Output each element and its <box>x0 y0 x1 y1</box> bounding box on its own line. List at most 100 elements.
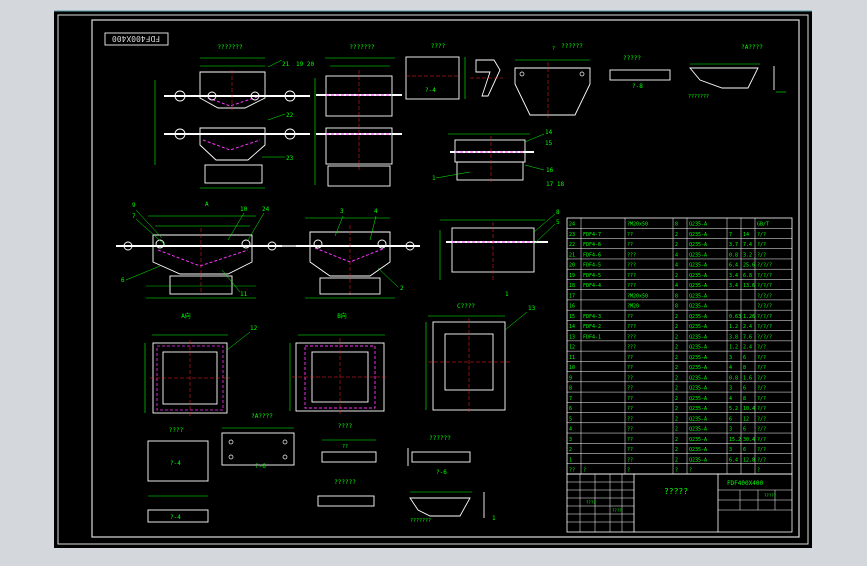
part-trough-top: ?A???? ??????? <box>688 44 786 100</box>
svg-text:8: 8 <box>556 209 560 216</box>
drawing-code-box <box>104 32 169 46</box>
svg-text:?-4: ?-4 <box>170 514 181 521</box>
assembly-side-view: 3 4 2 <box>296 208 420 299</box>
inner-drawing-frame <box>91 19 800 538</box>
svg-text:????: ???? <box>612 508 622 513</box>
svg-text:1: 1 <box>492 515 496 522</box>
bom-cell-no: 13 <box>569 334 575 340</box>
svg-text:??????: ?????? <box>429 435 451 442</box>
bom-cell-name: ?? <box>627 386 633 392</box>
bom-cell-qty: 8 <box>675 293 678 299</box>
bom-cell-note: ?/? <box>757 375 766 381</box>
bom-cell-mat: Q235-A <box>689 447 707 453</box>
bom-cell-code: FDF4-1 <box>583 334 601 340</box>
view-a: A向 12 <box>144 312 258 416</box>
bom-cell-note: ?/? <box>757 457 766 463</box>
bom-cell-w2: 8 <box>743 396 746 402</box>
outer-sheet-border <box>57 14 809 545</box>
bom-cell-w2: 14 <box>743 232 749 238</box>
svg-text:17 18: 17 18 <box>546 181 564 188</box>
bom-cell-qty: 2 <box>675 314 678 320</box>
bom-cell-w2: 6.8 <box>743 273 752 279</box>
bom-cell-note: ?/?/? <box>757 263 772 269</box>
bom-cell-w2: 6 <box>743 447 746 453</box>
bom-cell-w2: 1.6 <box>743 375 752 381</box>
bom-cell-qty: 2 <box>675 386 678 392</box>
bom-cell-code: FDF4-6 <box>583 242 601 248</box>
bom-cell-w1: 15.2 <box>729 437 741 443</box>
bom-cell-name: ??? <box>627 334 636 340</box>
bom-cell-no: 14 <box>569 324 575 330</box>
bom-cell-qty: 2 <box>675 324 678 330</box>
bom-cell-note: ?/?/? <box>757 283 772 289</box>
bom-cell-qty: 2 <box>675 232 678 238</box>
bom-cell-mat: Q235-A <box>689 263 707 269</box>
part-plate-bottom-2: ?A???? ?-6 <box>221 413 295 470</box>
bom-cell-name: ?M20x50 <box>627 222 648 228</box>
title-block-drawing-no: FDF400X400 <box>727 480 764 487</box>
bom-cell-name: ??? <box>627 263 636 269</box>
bom-cell-name: ??? <box>627 345 636 351</box>
bom-cell-qty: 2 <box>675 416 678 422</box>
bom-cell-w1: 3 <box>729 447 732 453</box>
bom-cell-w2: 6 <box>743 386 746 392</box>
bom-cell-w2: 7.6 <box>743 334 752 340</box>
bom-cell-w1: 0.8 <box>729 252 738 258</box>
part-hopper-top: ?????? ? <box>514 43 591 118</box>
shaft-assembly-view: 14 15 16 17 18 1 <box>432 129 564 188</box>
bom-cell-note: ?/? <box>757 406 766 412</box>
bom-cell-mat: Q235-A <box>689 232 707 238</box>
part-plate-bottom-1: ???? ?-4 ?-4 <box>147 427 209 523</box>
assembly-front-view: A 9 7 10 24 6 11 <box>116 201 282 299</box>
svg-text:24: 24 <box>262 206 270 213</box>
bom-cell-mat: Q235-A <box>689 334 707 340</box>
bom-cell-name: ?? <box>627 232 633 238</box>
view-a-caption: A向 <box>181 312 191 320</box>
bom-cell-code: FDF4-5 <box>583 263 601 269</box>
bom-cell-no: 10 <box>569 365 575 371</box>
svg-text:9: 9 <box>132 202 136 209</box>
svg-text:C????: C???? <box>457 303 475 310</box>
bom-cell-mat: Q235-A <box>689 242 707 248</box>
svg-text:1: 1 <box>505 291 509 298</box>
svg-text:?????: ????? <box>764 493 777 498</box>
bom-cell-note: ?/? <box>757 396 766 402</box>
bom-cell-w1: 3 <box>729 427 732 433</box>
svg-text:????: ???? <box>431 43 446 50</box>
bom-cell-no: 9 <box>569 375 572 381</box>
bom-cell-no: 17 <box>569 293 575 299</box>
bom-cell-note: ?/?/? <box>757 293 772 299</box>
bom-cell-mat: Q235-A <box>689 396 707 402</box>
bom-cell-qty: 4 <box>675 283 678 289</box>
bom-cell-qty: 2 <box>675 406 678 412</box>
bom-cell-qty: 2 <box>675 396 678 402</box>
bom-cell-qty: 2 <box>675 447 678 453</box>
svg-text:???????: ??????? <box>349 44 375 51</box>
drawing-code-label: FDF400X400 <box>112 34 160 43</box>
bom-cell-code: FDF4-2 <box>583 324 601 330</box>
bom-cell-qty: 2 <box>675 365 678 371</box>
svg-text:19 20: 19 20 <box>296 61 314 68</box>
bom-cell-mat: Q235-A <box>689 416 707 422</box>
svg-text:A: A <box>205 201 209 208</box>
bom-cell-code: FDF4-3 <box>583 314 601 320</box>
bom-cell-note: ?/? <box>757 242 766 248</box>
bom-cell-note: ?/?/? <box>757 324 772 330</box>
bom-cell-mat: Q235-A <box>689 283 707 289</box>
bom-cell-w1: 6 <box>729 416 732 422</box>
svg-text:5: 5 <box>556 219 560 226</box>
bom-cell-mat: Q235-A <box>689 324 707 330</box>
svg-text:22: 22 <box>286 112 294 119</box>
bom-cell-name: ?? <box>627 406 633 412</box>
svg-text:???????: ??????? <box>410 518 431 524</box>
bom-cell-mat: Q235-A <box>689 406 707 412</box>
bom-cell-w2: 30.4 <box>743 437 755 443</box>
bom-cell-w1: 3.8 <box>729 334 738 340</box>
svg-text:?A????: ?A???? <box>741 44 763 51</box>
bom-cell-qty: 2 <box>675 375 678 381</box>
svg-text:?: ? <box>552 46 555 52</box>
svg-text:????: ???? <box>169 427 184 434</box>
title-block: ????? FDF400X400 ???? ???? ????? <box>566 473 793 533</box>
svg-text:?-4: ?-4 <box>425 87 436 94</box>
